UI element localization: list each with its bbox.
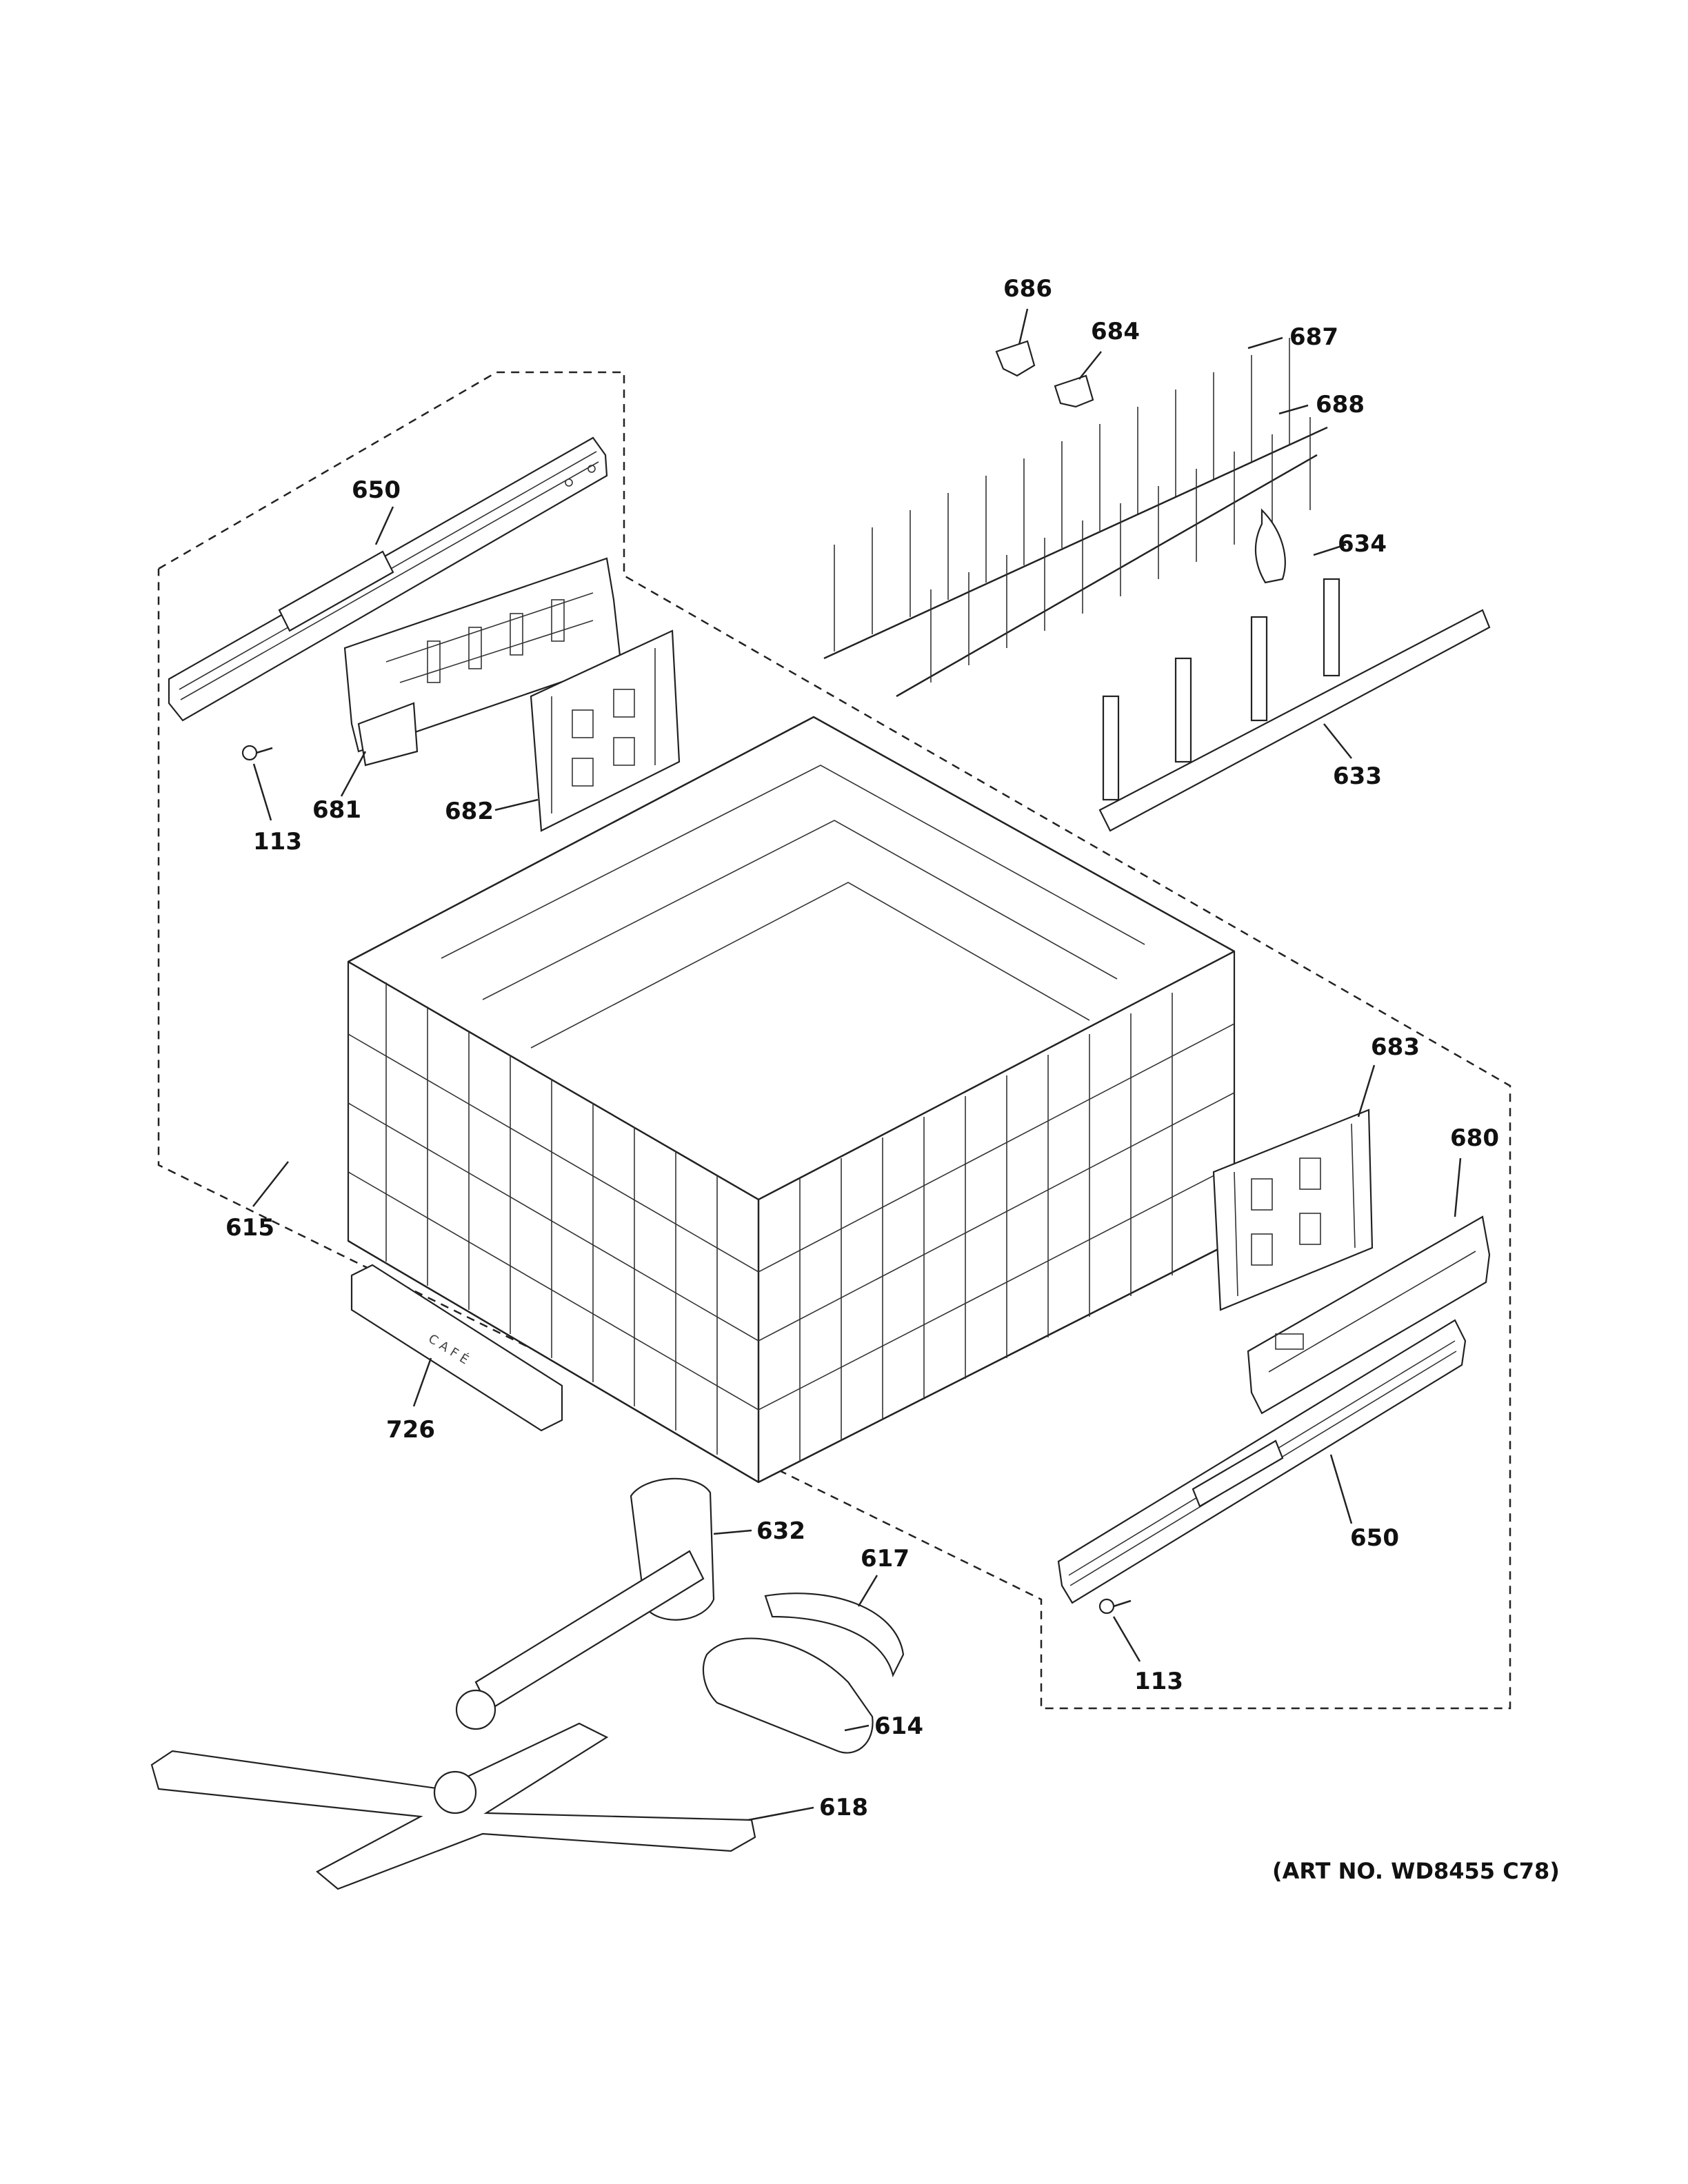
callout-680: 680 (1450, 1124, 1499, 1152)
callout-684: 684 (1091, 318, 1140, 345)
callout-634: 634 (1338, 530, 1387, 558)
hose-617 (764, 1593, 905, 1678)
callout-681: 681 (312, 796, 361, 824)
callout-688: 688 (1316, 391, 1365, 418)
art-number: (ART NO. WD8455 C78) (1272, 1858, 1560, 1884)
stem-clip-634 (1254, 508, 1286, 584)
callout-614: 614 (874, 1712, 923, 1740)
callout-650-bottom: 650 (1350, 1524, 1399, 1552)
callout-617: 617 (861, 1545, 910, 1573)
callout-650-top: 650 (352, 476, 401, 504)
right-screw (1098, 1598, 1132, 1615)
callout-113-right: 113 (1134, 1668, 1183, 1695)
fold-down-tine-row (823, 338, 1328, 698)
spray-arm-618 (150, 1722, 756, 1890)
callout-683: 683 (1371, 1033, 1420, 1061)
callout-618: 618 (819, 1794, 868, 1821)
callout-633: 633 (1333, 762, 1382, 790)
stem-holder-bar (1098, 578, 1491, 832)
duct-614 (702, 1637, 874, 1754)
callout-632: 632 (756, 1517, 805, 1545)
tine-clip-684 (1054, 374, 1094, 408)
left-slide-rail (168, 436, 608, 722)
upper-dish-rack (347, 716, 1236, 1484)
right-rack-clip-panel (1212, 1109, 1374, 1311)
leader-lines (252, 308, 1462, 1821)
tine-clip-686 (995, 340, 1036, 377)
spray-arm-manifold (455, 1477, 715, 1730)
left-rack-bracket (343, 557, 622, 767)
callout-686: 686 (1003, 275, 1052, 303)
right-slide-rail (1057, 1319, 1467, 1604)
callout-615: 615 (225, 1214, 274, 1242)
callout-682: 682 (445, 798, 494, 825)
callout-687: 687 (1289, 323, 1338, 351)
left-screw (241, 745, 273, 761)
right-rack-bracket (1247, 1215, 1491, 1415)
left-rack-clip-panel (530, 629, 681, 832)
callout-113-left: 113 (253, 828, 302, 856)
callout-726: 726 (386, 1416, 435, 1444)
